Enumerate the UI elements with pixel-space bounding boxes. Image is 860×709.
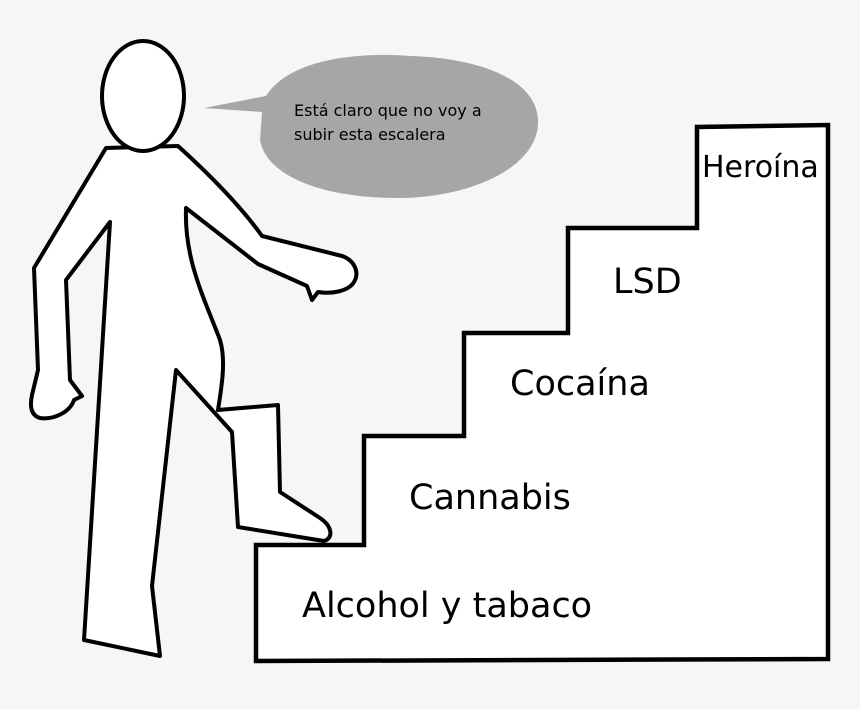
step-label-heroin: Heroína [702, 150, 819, 185]
speech-line-1: Está claro que no voy a [294, 101, 482, 120]
speech-bubble [204, 54, 539, 199]
step-label-lsd: LSD [613, 262, 682, 302]
staircase-shape [253, 122, 831, 664]
step-label-cocaine: Cocaína [510, 364, 650, 404]
step-label-alcohol: Alcohol y tabaco [302, 586, 593, 626]
step-label-cannabis: Cannabis [409, 478, 571, 518]
speech-bubble-text: Está claro que no voy a subir esta escal… [294, 99, 534, 147]
speech-line-2: subir esta escalera [294, 125, 446, 144]
person-body [29, 144, 359, 658]
person-head [100, 39, 186, 153]
